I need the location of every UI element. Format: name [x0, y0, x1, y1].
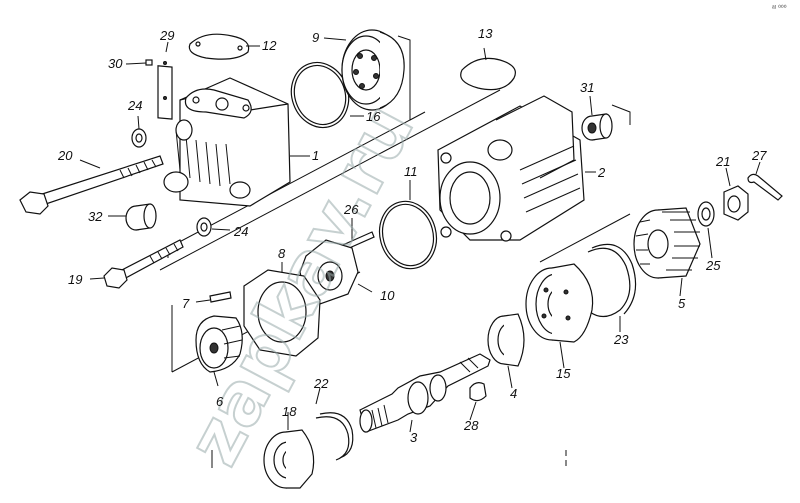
part-7-key [209, 291, 232, 303]
part-19-bolt [103, 239, 184, 289]
label-27: 27 [751, 148, 767, 163]
label-1: 1 [312, 148, 319, 163]
part-5-gear [633, 207, 701, 279]
corner-mark: ᵃᵗ ⁰⁰⁰ [772, 4, 787, 12]
leader-lines [79, 37, 761, 433]
label-32: 32 [88, 209, 103, 224]
part-2-housing [437, 95, 585, 242]
part-12-gasket [188, 33, 250, 60]
label-11: 11 [404, 164, 418, 179]
label-3: 3 [410, 430, 418, 445]
part-29-plate [157, 61, 173, 120]
part-32-bushing [125, 203, 157, 231]
part-8-ring [243, 269, 321, 357]
label-15: 15 [556, 366, 571, 381]
label-9: 9 [312, 30, 319, 45]
label-7: 7 [182, 296, 190, 311]
part-13-gasket [460, 57, 516, 91]
label-5: 5 [678, 296, 686, 311]
label-13: 13 [478, 26, 493, 41]
part-18-bearing [263, 429, 315, 489]
part-15-bearing [525, 263, 594, 343]
label-29: 29 [159, 28, 174, 43]
label-20: 20 [57, 148, 73, 163]
label-10: 10 [380, 288, 395, 303]
label-18: 18 [282, 404, 297, 419]
label-30: 30 [108, 56, 123, 71]
part-21-nut [723, 185, 749, 221]
part-25-washer [697, 201, 715, 227]
label-12: 12 [262, 38, 277, 53]
label-22: 22 [313, 376, 329, 391]
label-16: 16 [366, 109, 381, 124]
part-27-cotter-pin [747, 173, 783, 201]
part-24-washer-b [196, 217, 212, 237]
label-6: 6 [216, 394, 224, 409]
label-23: 23 [613, 332, 629, 347]
label-4: 4 [510, 386, 517, 401]
label-26: 26 [343, 202, 359, 217]
part-30-rivet [145, 59, 153, 66]
label-24a: 24 [127, 98, 142, 113]
label-2: 2 [597, 165, 606, 180]
part-11-o-ring [378, 200, 438, 270]
part-28-key [469, 382, 487, 402]
part-23-snap-ring [587, 243, 637, 318]
part-22-snap-ring [315, 412, 354, 461]
label-21: 21 [715, 154, 730, 169]
label-31: 31 [580, 80, 594, 95]
label-28: 28 [463, 418, 479, 433]
label-24b: 24 [233, 224, 248, 239]
part-6-rotor [195, 315, 243, 373]
part-3-shaft [359, 353, 491, 433]
part-20-bolt [19, 155, 164, 215]
part-labels: 29 30 12 9 13 16 24 1 20 32 24 19 31 2 1… [57, 26, 767, 445]
part-31-bearing [581, 113, 613, 141]
part-24-washer-a [131, 128, 147, 148]
label-8: 8 [278, 246, 286, 261]
part-10-rotor [299, 239, 359, 305]
part-4-seal [487, 313, 525, 367]
label-19: 19 [68, 272, 82, 287]
part-9-cover [341, 29, 405, 111]
label-25: 25 [705, 258, 721, 273]
part-1-housing [163, 77, 291, 207]
